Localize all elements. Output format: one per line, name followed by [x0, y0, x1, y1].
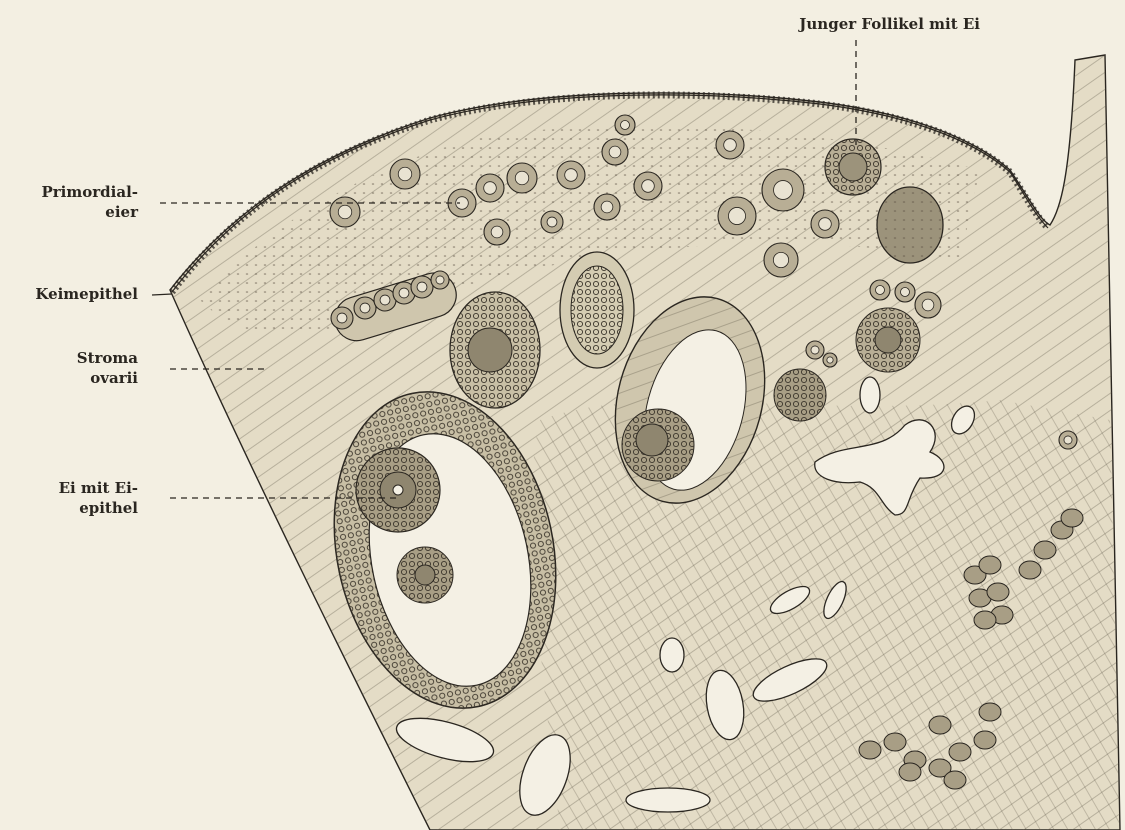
cell-cluster — [859, 741, 881, 759]
egg-nucleus — [922, 299, 934, 311]
egg-nucleus — [901, 288, 910, 297]
follicle-right-small — [856, 308, 920, 372]
egg-nucleus — [398, 167, 412, 181]
follicle-oval-2 — [560, 252, 634, 368]
label-ei-mit-eiepithel: Ei mit Ei- epithel — [20, 478, 138, 518]
egg-nucleus — [811, 346, 819, 354]
cell-cluster — [899, 763, 921, 781]
egg-nucleus — [338, 205, 352, 219]
egg-nucleus — [876, 286, 885, 295]
egg-nucleus — [621, 121, 630, 130]
cell-cluster — [884, 733, 906, 751]
egg-nucleus — [360, 303, 370, 313]
egg-nucleus — [601, 201, 613, 213]
cell-cluster — [974, 731, 996, 749]
label-primordialeier: Primordial- eier — [20, 182, 138, 222]
egg-nucleus — [380, 295, 390, 305]
follicle-lower-right — [774, 369, 826, 421]
egg-nucleus — [547, 217, 557, 227]
follicle-dark-right — [877, 187, 943, 263]
cell-cluster — [949, 743, 971, 761]
egg-nucleus — [565, 169, 578, 182]
label-stroma-ovarii: Stroma ovarii — [20, 348, 138, 388]
cell-cluster — [1019, 561, 1041, 579]
young-follicle — [825, 139, 881, 195]
cell-cluster — [979, 556, 1001, 574]
egg-nucleus — [399, 288, 409, 298]
egg-nucleus — [436, 276, 444, 284]
cell-cluster — [979, 703, 1001, 721]
egg-nucleus — [819, 218, 832, 231]
cell-cluster — [1061, 509, 1083, 527]
egg-nucleus — [774, 181, 793, 200]
label-junger-follikel: Junger Follikel mit Ei — [700, 14, 980, 34]
egg-nucleus — [827, 357, 833, 363]
egg-nucleus — [484, 182, 497, 195]
egg-nucleus — [515, 171, 529, 185]
egg-nucleus — [728, 207, 745, 224]
egg-nucleus — [724, 139, 737, 152]
egg-nucleus — [609, 146, 621, 158]
cell-cluster — [1034, 541, 1056, 559]
cell-cluster — [929, 716, 951, 734]
follicle-oval-1 — [450, 292, 540, 408]
cell-cluster — [974, 611, 996, 629]
egg-nucleus — [773, 252, 788, 267]
egg-nucleus — [642, 180, 655, 193]
egg-nucleus — [417, 282, 427, 292]
egg-nucleus — [1064, 436, 1072, 444]
egg-nucleus — [337, 313, 347, 323]
label-keimepithel: Keimepithel — [8, 284, 138, 304]
cell-cluster — [987, 583, 1009, 601]
cell-cluster — [944, 771, 966, 789]
egg-nucleus — [491, 226, 503, 238]
